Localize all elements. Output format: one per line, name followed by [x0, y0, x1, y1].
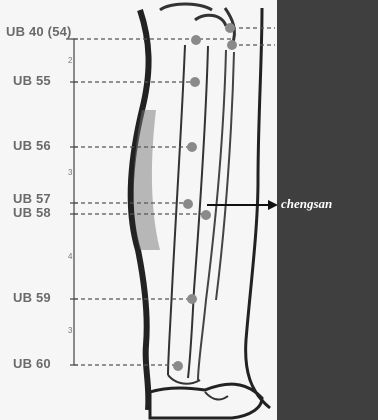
point-ub60: [173, 361, 183, 371]
foot-outline: [150, 384, 262, 418]
shin-outline: [246, 8, 270, 408]
callout-term: chengsan: [281, 196, 378, 212]
measure-bar: [70, 39, 78, 365]
callout-arrowhead: [268, 200, 278, 210]
point-knee: [227, 40, 237, 50]
point-ub59: [187, 294, 197, 304]
point-ub40-b: [225, 23, 235, 33]
measure-number-3: 4: [68, 252, 72, 261]
label-ub40: UB 40 (54): [6, 24, 72, 39]
label-ub56: UB 56: [13, 138, 51, 153]
measure-number-1: 2: [68, 56, 72, 65]
point-ub57: [183, 199, 193, 209]
label-ub55: UB 55: [13, 73, 51, 88]
label-ub59: UB 59: [13, 290, 51, 305]
label-ub57: UB 57: [13, 191, 51, 206]
point-ub56: [187, 142, 197, 152]
point-ub58: [201, 210, 211, 220]
point-ub40-a: [191, 35, 201, 45]
measure-number-2: 3: [68, 168, 72, 177]
label-ub58: UB 58: [13, 205, 51, 220]
label-ub60: UB 60: [13, 356, 51, 371]
point-ub55: [190, 77, 200, 87]
measure-number-4: 3: [68, 326, 72, 335]
